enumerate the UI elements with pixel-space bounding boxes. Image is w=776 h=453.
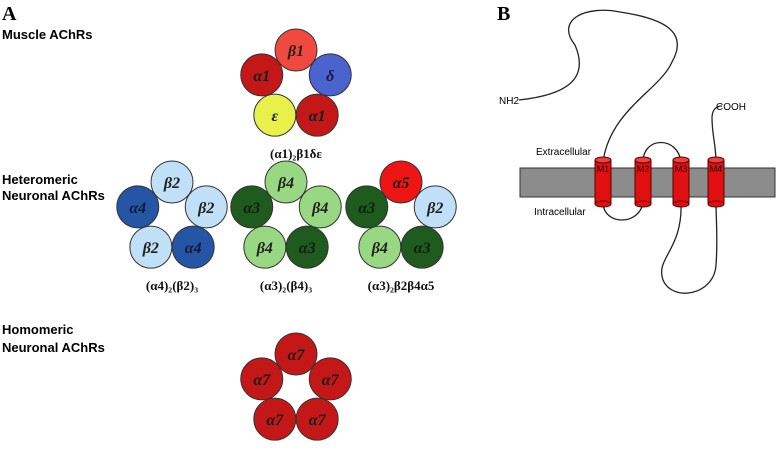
group-label-homomeric-line2: Neuronal AChRs bbox=[2, 340, 105, 355]
receptor-pentamer: β4 β4 α3 β4 α3 (α3)₂(β4)₃ bbox=[230, 160, 342, 293]
subunit-circle bbox=[230, 185, 274, 229]
subunit-label: ε bbox=[272, 108, 279, 125]
subunit-label: α5 bbox=[393, 175, 410, 192]
intracellular-label: Intracellular bbox=[534, 207, 586, 218]
helix-bottom bbox=[707, 200, 725, 208]
group-label-homomeric-line1: Homomeric bbox=[2, 322, 74, 337]
subunit-label: β1 bbox=[287, 43, 304, 60]
subunit-circle bbox=[171, 225, 215, 269]
receptor-formula: (α1)₂β1δε bbox=[270, 146, 322, 161]
receptor-pentamer: β1 δ α1 ε α1 (α1)₂β1δε bbox=[240, 28, 352, 161]
group-label-muscle: Muscle AChRs bbox=[2, 27, 93, 42]
subunit-label: β4 bbox=[371, 240, 388, 257]
receptor-formula: (α3)₂β2β4α5 bbox=[368, 278, 435, 293]
subunit-circle bbox=[413, 185, 457, 229]
n-terminus-label: NH2 bbox=[499, 96, 519, 107]
subunit-circle bbox=[295, 93, 339, 137]
subunit-label: α7 bbox=[322, 372, 340, 389]
extracellular-label: Extracellular bbox=[536, 147, 592, 158]
polypeptide-c-tail bbox=[711, 105, 723, 163]
subunit-label: α7 bbox=[266, 412, 284, 429]
subunit-circle bbox=[308, 53, 352, 97]
subunit-label: α3 bbox=[243, 200, 260, 217]
subunit-label: α3 bbox=[299, 240, 316, 257]
helix-label: M4 bbox=[710, 164, 723, 174]
subunit-label: β2 bbox=[426, 200, 443, 217]
subunit-label: α7 bbox=[253, 372, 271, 389]
helix-bottom bbox=[594, 200, 612, 208]
helix-segment: M1 bbox=[594, 156, 612, 208]
subunit-label: α3 bbox=[358, 200, 375, 217]
transmembrane-helices: M1 M2 M3 M4 bbox=[594, 156, 725, 208]
helix-top bbox=[672, 156, 690, 164]
subunit-circle bbox=[345, 185, 389, 229]
subunit-circle bbox=[400, 225, 444, 269]
receptor-pentamer: α5 β2 α3 β4 α3 (α3)₂β2β4α5 bbox=[345, 160, 457, 293]
helix-segment: M3 bbox=[672, 156, 690, 208]
helix-segment: M2 bbox=[634, 156, 652, 208]
subunit-label: β2 bbox=[197, 200, 214, 217]
receptor-formula: (α3)₂(β4)₃ bbox=[260, 278, 312, 293]
subunit-label: α7 bbox=[288, 347, 306, 364]
panel-b: B M1 M2 M3 M4 NH2 COOH Extracellular Intrac… bbox=[497, 3, 776, 294]
subunit-circle bbox=[295, 397, 339, 441]
helix-label: M2 bbox=[637, 164, 650, 174]
receptor-formula: (α4)₂(β2)₃ bbox=[146, 278, 198, 293]
subunit-label: α1 bbox=[309, 108, 326, 125]
subunit-circle bbox=[274, 332, 318, 376]
helix-label: M3 bbox=[675, 164, 688, 174]
subunit-label: α4 bbox=[129, 200, 146, 217]
subunit-label: α3 bbox=[414, 240, 431, 257]
subunit-label: β4 bbox=[277, 175, 294, 192]
subunit-label: α7 bbox=[309, 412, 327, 429]
subunit-circle bbox=[184, 185, 228, 229]
subunit-circle bbox=[379, 160, 423, 204]
helix-bottom bbox=[672, 200, 690, 208]
receptor-formula: (α7)₅ , (α8)₅, (α9)₅ bbox=[248, 450, 343, 453]
group-label-heteromeric-line1: Heteromeric bbox=[2, 172, 78, 187]
subunit-circle bbox=[308, 357, 352, 401]
subunit-circle bbox=[298, 185, 342, 229]
subunit-label: α1 bbox=[253, 68, 270, 85]
group-label-heteromeric-line2: Neuronal AChRs bbox=[2, 188, 105, 203]
c-terminus-label: COOH bbox=[716, 102, 746, 113]
subunit-circle bbox=[274, 28, 318, 72]
helix-label: M1 bbox=[597, 164, 610, 174]
subunit-label: β2 bbox=[163, 175, 180, 192]
receptor-pentamer: α7 α7 α7 α7 α7 (α7)₅ , (α8)₅, (α9)₅ bbox=[240, 332, 352, 453]
subunit-label: β4 bbox=[256, 240, 273, 257]
panel-a-label: A bbox=[2, 3, 17, 25]
subunit-label: α4 bbox=[185, 240, 202, 257]
panel-a: A Muscle AChRs Heteromeric Neuronal AChR… bbox=[2, 3, 457, 453]
helix-top bbox=[707, 156, 725, 164]
subunit-circle bbox=[150, 160, 194, 204]
polypeptide-m3-m4-loop bbox=[661, 201, 718, 294]
subunit-circle bbox=[285, 225, 329, 269]
subunit-circle bbox=[264, 160, 308, 204]
subunit-circle bbox=[240, 53, 284, 97]
receptor-pentamer: β2 β2 α4 β2 α4 (α4)₂(β2)₃ bbox=[116, 160, 228, 293]
subunit-label: β2 bbox=[142, 240, 159, 257]
subunit-label: β4 bbox=[311, 200, 328, 217]
polypeptide-m2-m3-loop bbox=[642, 141, 682, 163]
panel-b-label: B bbox=[497, 3, 510, 25]
helix-segment: M4 bbox=[707, 156, 725, 208]
polypeptide-m1-m2-loop bbox=[602, 201, 644, 221]
helix-bottom bbox=[634, 200, 652, 208]
polypeptide-chain bbox=[518, 9, 678, 163]
helix-top bbox=[594, 156, 612, 164]
subunit-circle bbox=[116, 185, 160, 229]
helix-top bbox=[634, 156, 652, 164]
subunit-label: δ bbox=[326, 68, 334, 85]
subunit-circle bbox=[240, 357, 284, 401]
